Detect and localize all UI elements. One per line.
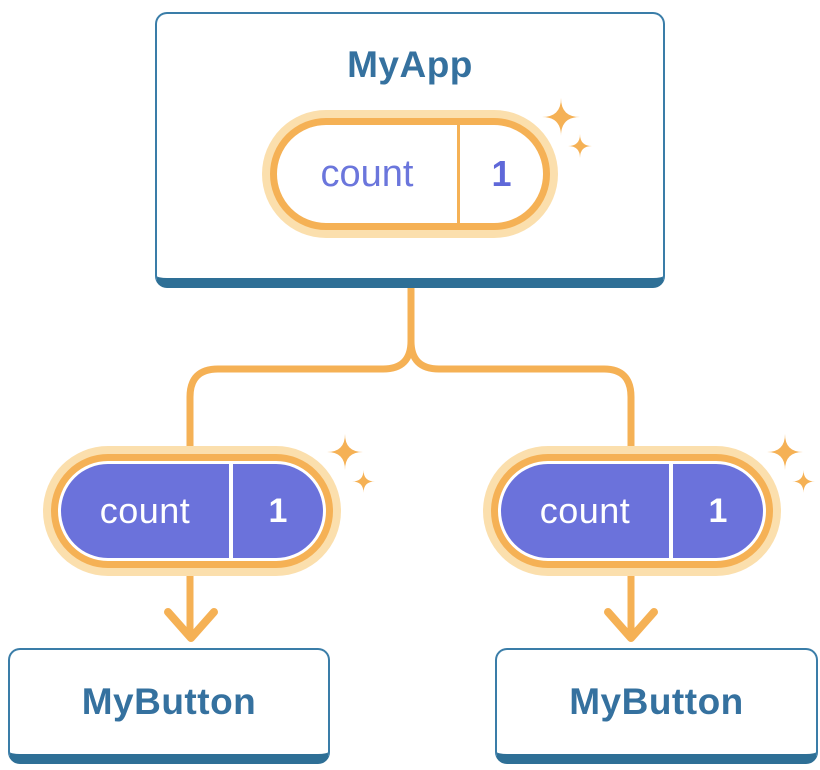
sparkle-icon: [542, 98, 580, 136]
pill-divider: [457, 125, 460, 223]
pill-divider: [229, 464, 233, 558]
component-card-child-right: MyButton: [495, 648, 818, 764]
arrowhead-right: [604, 608, 658, 642]
component-card-root: MyApp count 1: [155, 12, 665, 288]
state-name: count: [99, 490, 191, 531]
branch-line-right: [407, 284, 635, 637]
state-name: count: [539, 490, 631, 531]
pill-divider: [669, 464, 673, 558]
state-value: 1: [491, 153, 512, 194]
state-value: 1: [708, 491, 728, 530]
component-card-child-left: MyButton: [8, 648, 330, 764]
state-name: count: [320, 152, 414, 195]
arrowhead-left: [164, 608, 218, 642]
component-title: MyApp: [347, 44, 473, 85]
sparkle-icon: [792, 470, 815, 493]
state-value: 1: [268, 491, 288, 530]
state-pill-child-right: count 1: [483, 434, 815, 576]
state-pill-root: count 1: [262, 98, 592, 238]
sparkle-icon: [568, 134, 592, 158]
state-pill-glow: count 1: [262, 110, 558, 238]
sparkle-icon: [352, 470, 375, 493]
state-pill-child-left: count 1: [43, 434, 375, 576]
component-title: MyButton: [81, 681, 257, 722]
state-pill-glow: count 1: [483, 446, 781, 576]
component-title: MyButton: [569, 681, 744, 722]
state-pill-glow: count 1: [43, 446, 341, 576]
sparkle-icon: [327, 434, 363, 470]
sparkle-icon: [767, 434, 803, 470]
